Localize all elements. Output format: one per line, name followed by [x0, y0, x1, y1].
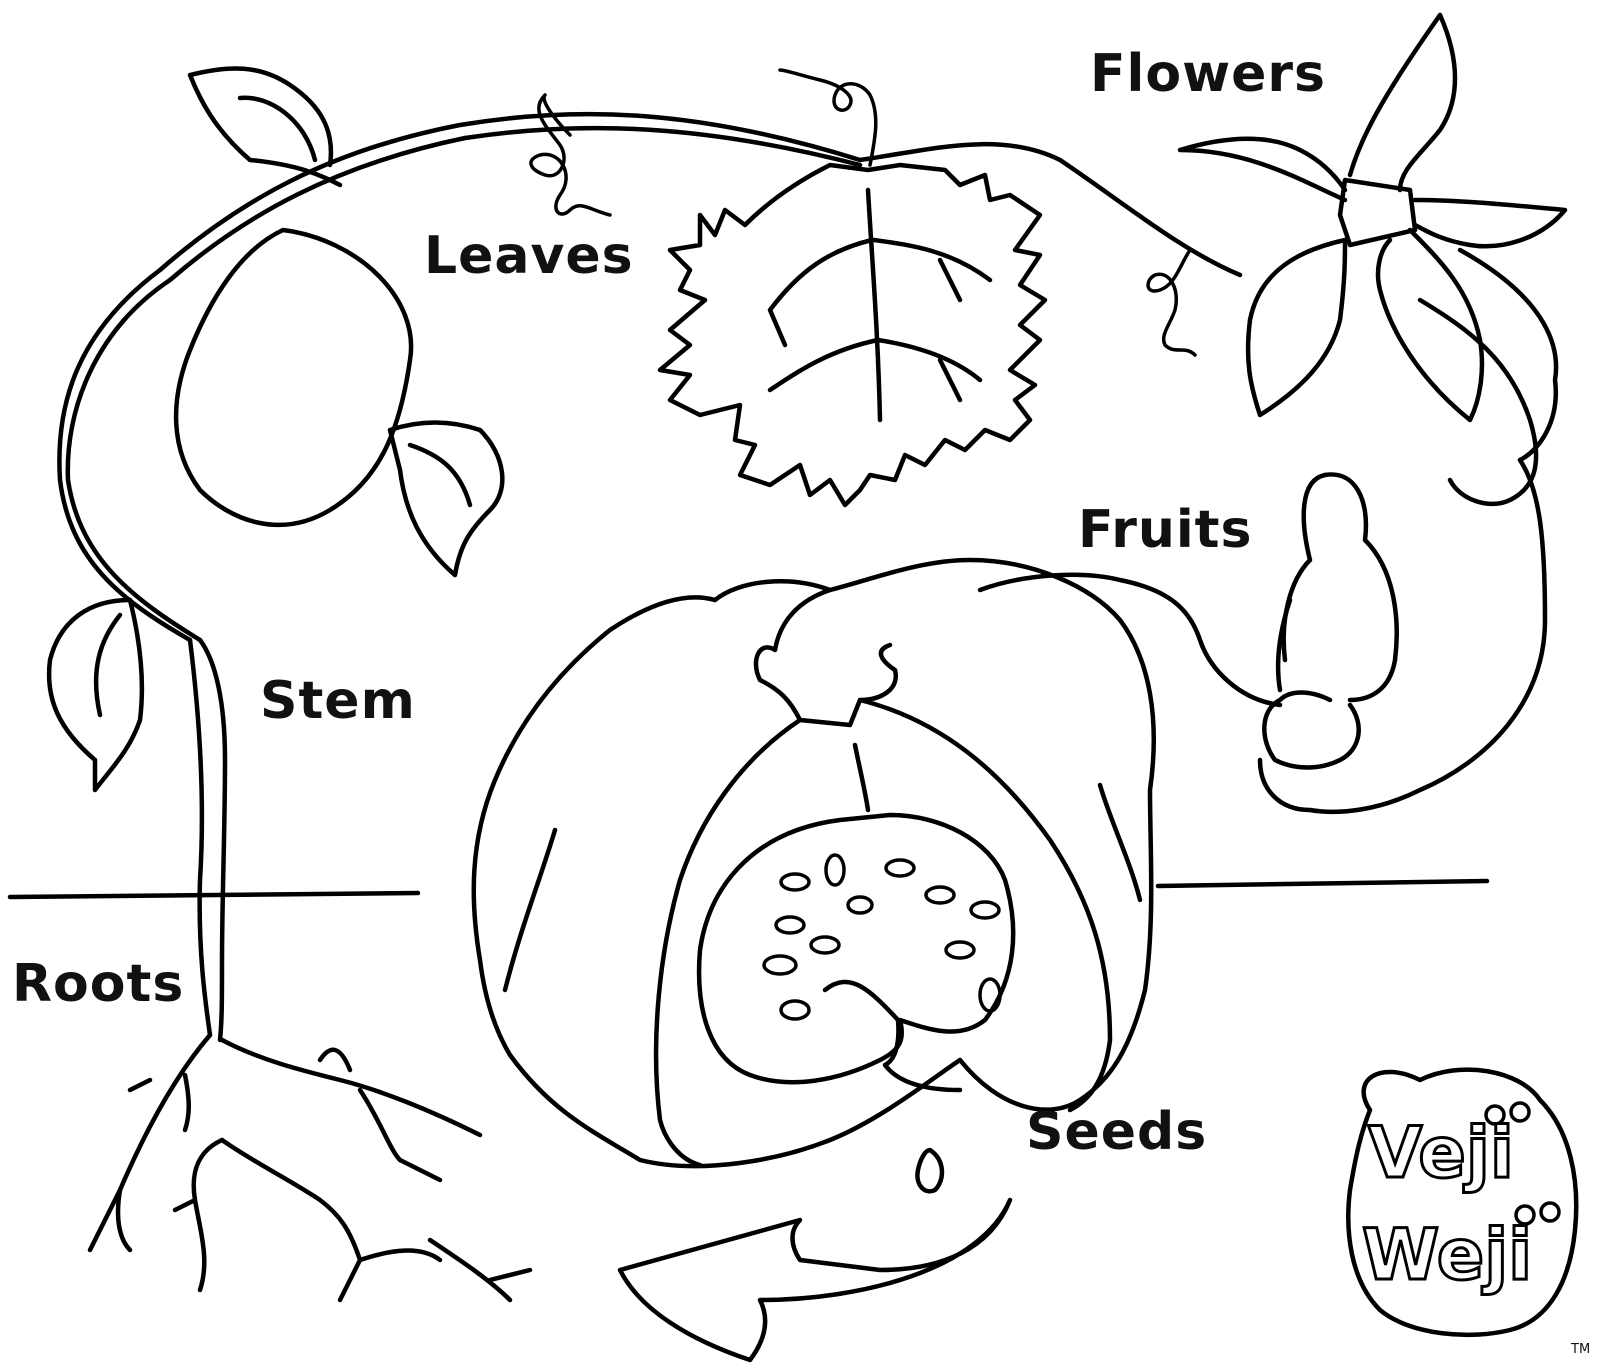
ground-line-left: [10, 893, 418, 897]
label-leaves: Leaves: [424, 230, 634, 282]
seeds: [764, 855, 1000, 1191]
maple-leaf: [660, 165, 1045, 505]
logo-text-weji: Weji: [1362, 1220, 1532, 1290]
vine: [59, 114, 1240, 640]
pumpkin: [474, 560, 1154, 1166]
trademark-mark: TM: [1571, 1342, 1590, 1357]
logo-text-veji: Veji: [1368, 1118, 1514, 1188]
oval-leaf: [176, 230, 411, 525]
tendrils: [531, 70, 1195, 355]
label-fruits: Fruits: [1078, 504, 1253, 556]
label-stem: Stem: [260, 675, 416, 727]
stem: [190, 640, 225, 1040]
label-seeds: Seeds: [1026, 1106, 1207, 1158]
label-flowers: Flowers: [1090, 48, 1326, 100]
roots: [90, 1035, 530, 1300]
label-roots: Roots: [12, 958, 184, 1010]
fruit-bud: [1264, 474, 1396, 767]
cycle-arrow: [620, 1200, 1010, 1360]
ground-line-right: [1158, 881, 1487, 886]
